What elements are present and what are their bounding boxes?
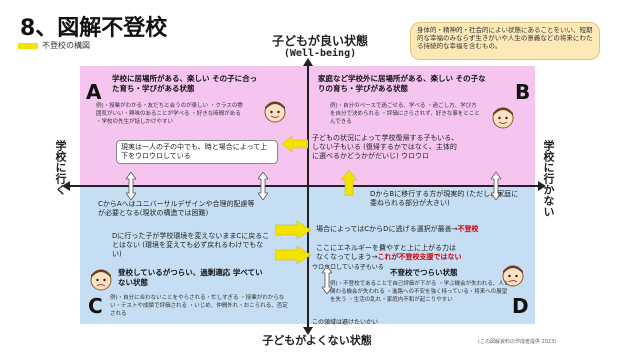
sad-child-face-icon — [90, 269, 112, 291]
child-face-icon — [492, 107, 514, 129]
up-down-arrow-icon — [322, 266, 332, 294]
quadrant-d-letter: D — [512, 294, 529, 318]
quadrant-d-details: 例)・不登校であることで自己評価が下がる ・学ぶ機会が失われる、人と関わる機会が… — [330, 281, 510, 303]
c-to-d-emphasis: 不登校 — [457, 225, 479, 233]
horizontal-axis — [70, 185, 540, 187]
axis-left-label: 学校に行く — [54, 140, 67, 195]
axis-top-sublabel: (Well-being) — [283, 48, 357, 59]
legend-label: 不登校の構図 — [42, 41, 90, 50]
c-to-a-note: CからAへはユニバーサルデザインや合理的配慮等が必要となる(現状の構造では困難) — [98, 200, 255, 217]
arrow-right-yellow-icon — [275, 221, 311, 239]
yellow-arrow-icon — [18, 42, 38, 49]
page-title: 8、図解不登校 — [20, 16, 168, 41]
quadrant-b-details: 例)・自分のペースで過ごせる、学べる ・過ごし方、学び方を自分で決められる ・評… — [330, 103, 480, 125]
arrow-down-icon — [303, 327, 313, 335]
arrow-right-icon — [538, 181, 546, 191]
arrow-right-yellow-icon — [275, 246, 311, 264]
reality-note: 現実は一人の子の中でも、時と場合によって上下をウロウロしている — [116, 140, 278, 164]
c-to-d-text: 場合によってはCからDに逃げる選択が最善→ — [316, 225, 458, 233]
quadrant-b-heading: 家庭など学校外に居場所がある、楽しい その子なりの育ち・学びがある状態 — [318, 74, 486, 93]
wellbeing-definition-note: 身体的・精神的・社会的によい状態にあることをいい、短期的な幸福のみならず生きがい… — [410, 22, 600, 60]
bottom-note: この領域は避けたいかい — [312, 319, 379, 326]
arrow-left-icon — [62, 181, 70, 191]
arrow-left-yellow-icon — [282, 136, 308, 152]
quadrant-c-details: 例)・自分に合わないことをやらされる・忙しすぎる ・授業がわからない・テストや成… — [110, 295, 288, 317]
axis-right-label: 学校に行かない — [542, 140, 555, 217]
wander-note: ウロウロしている子もいる — [312, 264, 384, 271]
quadrant-c-heading: 登校しているがつらい、過剰適応 学べていない状態 — [118, 268, 263, 287]
quadrant-d-heading: 不登校でつらい状態 — [390, 268, 458, 277]
quadrant-a-heading: 学校に居場所がある、楽しい その子に合った育ち・学びがある状態 — [112, 74, 258, 93]
situation-note: 子どもの状況によって学校復帰する子もいる、しない子もいる (復帰するかではなく、… — [312, 134, 459, 160]
energy-line-2: なくなってしまう→ — [316, 253, 378, 261]
quadrant-b-letter: B — [515, 80, 531, 104]
up-down-arrow-icon — [258, 172, 268, 200]
child-face-icon — [264, 101, 286, 123]
c-to-d-note: 場合によってはCからDに逃げる選択が最善→不登校 — [316, 225, 516, 234]
legend: 不登校の構図 — [18, 40, 90, 51]
vertical-axis — [307, 64, 309, 330]
energy-emphasis: これが不登校支援ではない — [377, 253, 462, 261]
arrow-up-yellow-icon — [341, 170, 357, 196]
axis-top-label: 子どもが良い状態 — [271, 34, 368, 48]
quadrant-a-details: 例)・授業がわかる・友だちと会うのが楽しい ・クラスの雰囲気がいい・興味のあるこ… — [96, 103, 243, 125]
d-to-c-note: Dに行った子が学校環境を変えないままCに戻ることはない (環境を変えても必ず戻れ… — [112, 232, 270, 258]
up-down-arrow-icon — [126, 172, 136, 200]
d-to-b-note: DからBに移行する方が現実的 (ただし、家庭に委ねられる部分が大きい) — [370, 190, 519, 207]
quadrant-c-letter: C — [88, 294, 103, 318]
energy-note: ここにエネルギーを費やすと上に上がる力は なくなってしまう→これが不登校支援では… — [316, 244, 526, 262]
sad-child-face-icon — [502, 265, 524, 287]
up-down-arrow-icon — [491, 172, 501, 200]
axis-bottom-label: 子どもがよくない状態 — [262, 334, 372, 347]
quadrant-a-letter: A — [86, 80, 102, 104]
arrow-up-icon — [303, 58, 313, 66]
energy-line-1: ここにエネルギーを費やすと上に上がる力は — [316, 244, 456, 252]
credit-note: (この図解資料の作成者提供 2023) — [478, 339, 557, 345]
